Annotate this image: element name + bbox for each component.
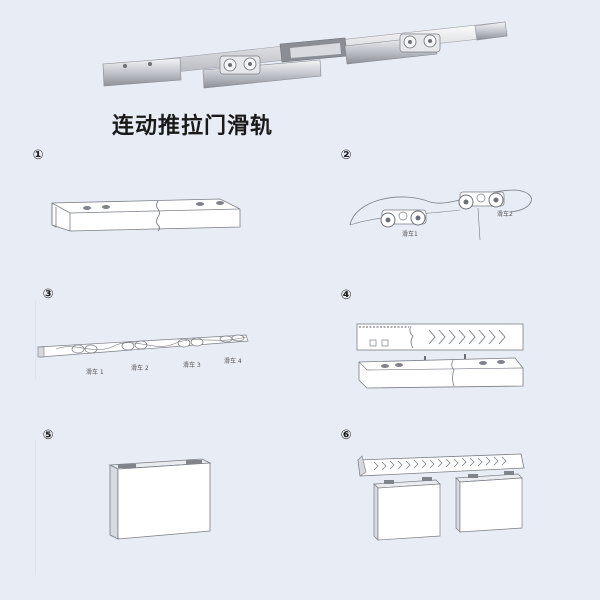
carriage-label: 滑车 2 — [131, 365, 149, 372]
guide-line — [35, 440, 36, 575]
carriage-label: 滑车1 — [402, 231, 418, 238]
left-carriage — [219, 55, 261, 75]
right-carriage — [399, 33, 441, 53]
step-4-panel: ④ — [338, 288, 354, 304]
step-5-panel: ⑤ — [40, 428, 56, 444]
rail-with-carriages-icon — [36, 334, 256, 365]
roller-carriage-cable-icon — [340, 180, 540, 250]
sliding-door-track-assembly-icon — [102, 21, 508, 89]
step-number: ⑤ — [42, 428, 54, 443]
rail-track-icon — [50, 195, 241, 235]
step-1-panel: ① — [30, 148, 46, 164]
step-number: ⑥ — [340, 428, 352, 443]
carriage-label: 滑车 3 — [183, 362, 201, 369]
step-number: ③ — [42, 287, 54, 302]
carriage-label: 滑车2 — [497, 211, 513, 218]
step-number: ② — [340, 148, 352, 163]
step-3-panel: ③ — [40, 287, 56, 303]
guide-line — [35, 300, 36, 380]
installed-doors-on-track-icon — [356, 452, 528, 542]
hero-track-photo — [95, 8, 525, 98]
step-6-panel: ⑥ — [338, 428, 354, 444]
carriage-label: 滑车 4 — [224, 358, 242, 365]
carriage-label: 滑车 1 — [86, 369, 104, 376]
page-title: 连动推拉门滑轨 — [112, 114, 274, 139]
step-number: ④ — [340, 288, 352, 303]
step-number: ① — [32, 148, 44, 163]
step-2-panel: ② — [338, 148, 354, 164]
rail-cover-assembly-icon — [355, 322, 525, 389]
door-panel-icon — [106, 455, 216, 540]
